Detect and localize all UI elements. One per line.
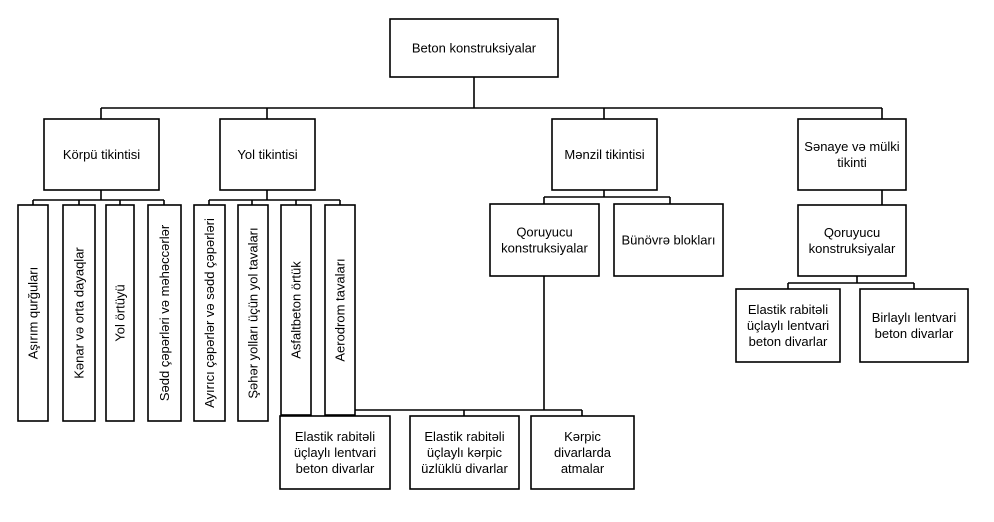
category-menzil-tikintisi-label: Mənzil tikintisi — [564, 147, 644, 162]
category-korpu-tikintisi-box — [43, 118, 160, 191]
yol-item-ayirici-ceperler: Ayırıcı çəpərlər və sədd çəpərləri — [193, 204, 226, 422]
korpu-item-yol-ortuyu-label: Yol örtüyü — [113, 284, 128, 341]
menzil-qoruyucu-konstruksiyalar-label: Qoruyucu — [516, 225, 572, 240]
menzil-kerpic-divarlarda-atmalar-label: divarlarda — [554, 445, 612, 460]
menzil-kerpic-divarlarda-atmalar-box — [530, 415, 635, 490]
category-senaye-tikinti-label: tikinti — [837, 155, 867, 170]
menzil-qoruyucu-konstruksiyalar-box — [489, 203, 600, 277]
korpu-item-sedd-ceperleri-label: Sədd çəpərləri və məhəccərlər — [157, 224, 172, 401]
menzil-bunovre-bloklari-box — [613, 203, 724, 277]
yol-item-aerodrom-tavalari-label: Aerodrom tavaları — [333, 258, 348, 361]
senaye-elastik-beton-divarlar-label: beton divarlar — [749, 334, 828, 349]
menzil-elastik-kerpic-divarlar-box — [409, 415, 520, 490]
korpu-item-yol-ortuyu-box — [105, 204, 135, 422]
korpu-item-kenar-orta-dayaqlar: Kənar və orta dayaqlar — [62, 204, 96, 422]
yol-item-ayirici-ceperler-box — [193, 204, 226, 422]
senaye-qoruyucu-konstruksiyalar-box — [797, 204, 907, 277]
category-korpu-tikintisi-label: Körpü tikintisi — [63, 147, 140, 162]
senaye-birlayli-beton-divarlar-label: beton divarlar — [875, 326, 954, 341]
menzil-elastik-beton-divarlar-label: üçlaylı lentvari — [294, 445, 376, 460]
senaye-elastik-beton-divarlar-label: Elastik rabitəli — [748, 302, 828, 317]
category-senaye-tikinti-box — [797, 118, 907, 191]
yol-item-seher-yollari-tavalari-box — [237, 204, 269, 422]
senaye-qoruyucu-konstruksiyalar-label: konstruksiyalar — [809, 241, 896, 256]
menzil-qoruyucu-konstruksiyalar-label: konstruksiyalar — [501, 241, 588, 256]
category-yol-tikintisi-label: Yol tikintisi — [237, 147, 297, 162]
korpu-item-sedd-ceperleri-box — [147, 204, 182, 422]
menzil-elastik-beton-divarlar-box — [279, 415, 391, 490]
korpu-item-sedd-ceperleri: Sədd çəpərləri və məhəccərlər — [147, 204, 182, 422]
korpu-item-asirim-qurgulari-label: Aşırım qurğuları — [26, 267, 41, 359]
yol-item-asfaltbeton-ortuk: Asfaltbeton örtük — [280, 204, 312, 416]
menzil-elastik-kerpic-divarlar-label: üçlaylı kərpic — [427, 445, 503, 460]
yol-item-asfaltbeton-ortuk-box — [280, 204, 312, 416]
korpu-item-kenar-orta-dayaqlar-box — [62, 204, 96, 422]
menzil-bunovre-bloklari: Bünövrə blokları — [613, 203, 724, 277]
menzil-elastik-beton-divarlar-label: Elastik rabitəli — [295, 429, 375, 444]
korpu-item-asirim-qurgulari-box — [17, 204, 49, 422]
yol-item-aerodrom-tavalari-box — [324, 204, 356, 416]
yol-item-aerodrom-tavalari: Aerodrom tavaları — [324, 204, 356, 416]
menzil-elastik-beton-divarlar-label: beton divarlar — [296, 461, 375, 476]
senaye-elastik-beton-divarlar-label: üçlaylı lentvari — [747, 318, 829, 333]
korpu-item-kenar-orta-dayaqlar-label: Kənar və orta dayaqlar — [72, 247, 87, 379]
category-yol-tikintisi-box — [219, 118, 316, 191]
category-menzil-tikintisi-box — [551, 118, 658, 191]
yol-item-seher-yollari-tavalari-label: Şəhər yolları üçün yol tavaları — [246, 227, 261, 398]
root-node-beton-konstruksiyalar-label: Beton konstruksiyalar — [412, 41, 537, 56]
menzil-elastik-kerpic-divarlar-label: Elastik rabitəli — [424, 429, 504, 444]
senaye-elastik-beton-divarlar-box — [735, 288, 841, 363]
yol-item-asfaltbeton-ortuk-label: Asfaltbeton örtük — [289, 261, 304, 359]
yol-item-ayirici-ceperler-label: Ayırıcı çəpərlər və sədd çəpərləri — [202, 218, 217, 408]
connector-lines — [32, 77, 915, 416]
senaye-birlayli-beton-divarlar-label: Birlaylı lentvari — [872, 310, 957, 325]
category-yol-tikintisi: Yol tikintisi — [219, 118, 316, 191]
senaye-qoruyucu-konstruksiyalar-label: Qoruyucu — [824, 225, 880, 240]
yol-item-seher-yollari-tavalari: Şəhər yolları üçün yol tavaları — [237, 204, 269, 422]
menzil-bunovre-bloklari-label: Bünövrə blokları — [622, 233, 716, 248]
category-senaye-tikinti-label: Sənaye və mülki — [804, 139, 899, 154]
senaye-birlayli-beton-divarlar-box — [859, 288, 969, 363]
root-node-beton-konstruksiyalar: Beton konstruksiyalar — [389, 18, 559, 78]
category-menzil-tikintisi: Mənzil tikintisi — [551, 118, 658, 191]
korpu-item-yol-ortuyu: Yol örtüyü — [105, 204, 135, 422]
category-korpu-tikintisi: Körpü tikintisi — [43, 118, 160, 191]
korpu-item-asirim-qurgulari: Aşırım qurğuları — [17, 204, 49, 422]
menzil-elastik-kerpic-divarlar-label: üzlüklü divarlar — [421, 461, 508, 476]
root-node-beton-konstruksiyalar-box — [389, 18, 559, 78]
menzil-kerpic-divarlarda-atmalar-label: atmalar — [561, 461, 605, 476]
menzil-kerpic-divarlarda-atmalar-label: Kərpic — [564, 429, 601, 444]
